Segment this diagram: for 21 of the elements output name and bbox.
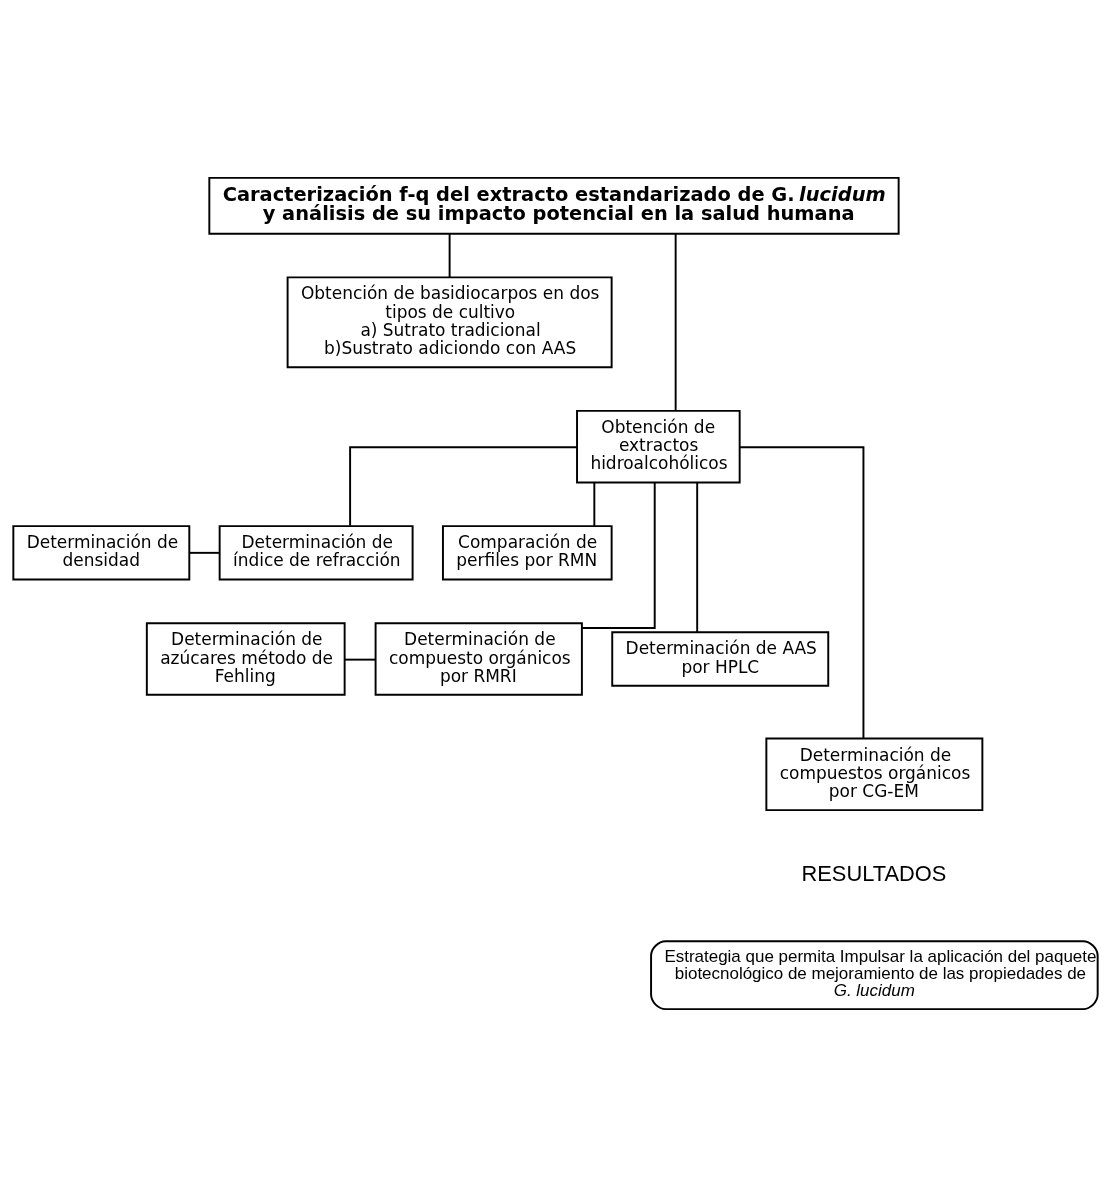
node-box: Determinación de azúcares método de Fehling	[145, 621, 346, 696]
node-box: Obtención de basidiocarpos en dos tipos de cultivo a) Sutrato tradicional b)Sustrato adiciondo con AAS	[286, 275, 613, 368]
node-box: Determinación de compuestos orgánicos por CG-EM	[765, 737, 984, 811]
node-box: Determinación de densidad	[12, 524, 191, 580]
connector	[349, 445, 578, 527]
label: RESULTADOS	[801, 860, 947, 886]
connector	[448, 232, 451, 278]
node-box: Estrategia que permita Impulsar la aplicación del paquete biotecnológico de mejoramiento de las propiedades de G. lucidum	[650, 939, 1099, 1010]
connector	[343, 658, 377, 661]
node-box: Caracterización f-q del extracto estandarizado de G. lucidum y análisis de su impacto potencial en la salud humana	[208, 176, 900, 235]
node-box: Comparación de perfiles por RMN	[441, 524, 613, 580]
connector	[581, 481, 656, 629]
node-box: Determinación de AAS por HPLC	[611, 630, 830, 687]
connector	[593, 481, 596, 527]
connector	[674, 232, 677, 411]
node-box: Obtención de extractos hidroalcohólicos	[576, 409, 741, 483]
connector	[188, 551, 221, 554]
node-box: Determinación de índice de refracción	[218, 524, 414, 580]
connector	[739, 445, 865, 739]
connector	[696, 481, 699, 633]
node-box: Determinación de compuesto orgánicos por RMRI	[374, 621, 583, 696]
